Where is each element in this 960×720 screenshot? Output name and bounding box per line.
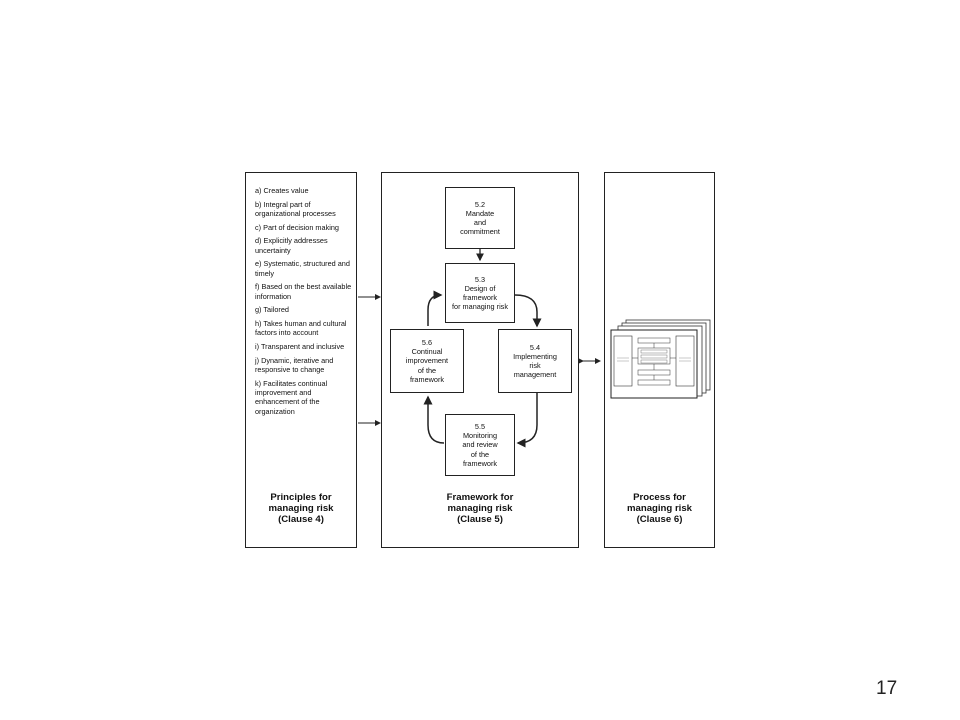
box-line: commitment xyxy=(460,227,500,237)
principles-title-line: managing risk xyxy=(268,503,334,514)
principles-title: Principles for managing risk (Clause 4) xyxy=(246,492,356,525)
box-line: of the xyxy=(417,365,437,375)
box-line: framework xyxy=(462,293,498,302)
box-line: of the xyxy=(470,449,490,459)
principle-item: c) Part of decision making xyxy=(255,222,339,232)
box-line: framework xyxy=(462,458,498,468)
box-line: and review xyxy=(462,440,498,450)
process-title: Process for managing risk (Clause 6) xyxy=(605,492,714,525)
principles-title-line: (Clause 4) xyxy=(278,514,324,525)
process-title-line: managing risk xyxy=(626,503,693,514)
box-line: management xyxy=(513,370,557,380)
box-line: for managing risk xyxy=(452,302,508,312)
principle-item: e) Systematic, structured and timely xyxy=(255,259,350,278)
framework-title-line: (Clause 5) xyxy=(457,514,503,525)
box-line: improvement xyxy=(405,356,449,366)
box-line: 5.2 xyxy=(474,199,486,209)
box-line: risk xyxy=(529,361,541,370)
principle-item: h) Takes human and cultural factors into… xyxy=(255,319,347,338)
box-implementing-risk-management: 5.4 Implementing risk management xyxy=(498,329,572,393)
box-line: and xyxy=(473,218,487,227)
principle-item: i) Transparent and inclusive xyxy=(255,341,345,351)
box-line: framework xyxy=(409,374,445,384)
framework-title-line: managing risk xyxy=(447,503,513,514)
box-continual-improvement: 5.6 Continual improvement of the framewo… xyxy=(390,329,464,393)
principle-item: a) Creates value xyxy=(255,186,309,195)
box-line: Design of xyxy=(464,283,496,293)
framework-panel: 5.2 Mandate and commitment 5.3 Design of… xyxy=(381,172,579,548)
box-line: 5.4 xyxy=(529,342,541,352)
box-line: Mandate xyxy=(465,208,495,218)
box-line: 5.3 xyxy=(474,274,486,284)
box-line: 5.6 xyxy=(421,337,433,347)
process-panel: Process for managing risk (Clause 6) xyxy=(604,172,715,548)
principles-panel: a) Creates value b) Integral part of org… xyxy=(245,172,357,548)
process-diagram-thumbnail xyxy=(610,319,711,399)
framework-title: Framework for managing risk (Clause 5) xyxy=(382,492,578,525)
principles-list: a) Creates value b) Integral part of org… xyxy=(255,186,355,420)
principle-item: b) Integral part of organizational proce… xyxy=(255,199,336,218)
box-line: 5.5 xyxy=(474,421,486,431)
box-design-framework: 5.3 Design of framework for managing ris… xyxy=(445,263,515,323)
box-mandate-commitment: 5.2 Mandate and commitment xyxy=(445,187,515,249)
box-line: Implementing xyxy=(513,351,557,361)
principle-item: k) Facilitates continual improvement and… xyxy=(255,378,328,416)
process-title-line: (Clause 6) xyxy=(636,514,683,525)
principle-item: f) Based on the best available informati… xyxy=(255,282,352,301)
principle-item: d) Explicitly addresses uncertainty xyxy=(255,236,328,255)
box-line: Monitoring xyxy=(462,431,498,441)
principle-item: g) Tailored xyxy=(255,305,289,315)
principle-item: j) Dynamic, iterative and responsive to … xyxy=(255,355,334,374)
page-number: 17 xyxy=(876,678,898,699)
process-title-line: Process for xyxy=(633,492,686,503)
box-monitoring-review: 5.5 Monitoring and review of the framewo… xyxy=(445,414,515,476)
framework-title-line: Framework for xyxy=(446,492,514,503)
principles-title-line: Principles for xyxy=(270,492,332,503)
box-line: Continual xyxy=(411,347,443,357)
